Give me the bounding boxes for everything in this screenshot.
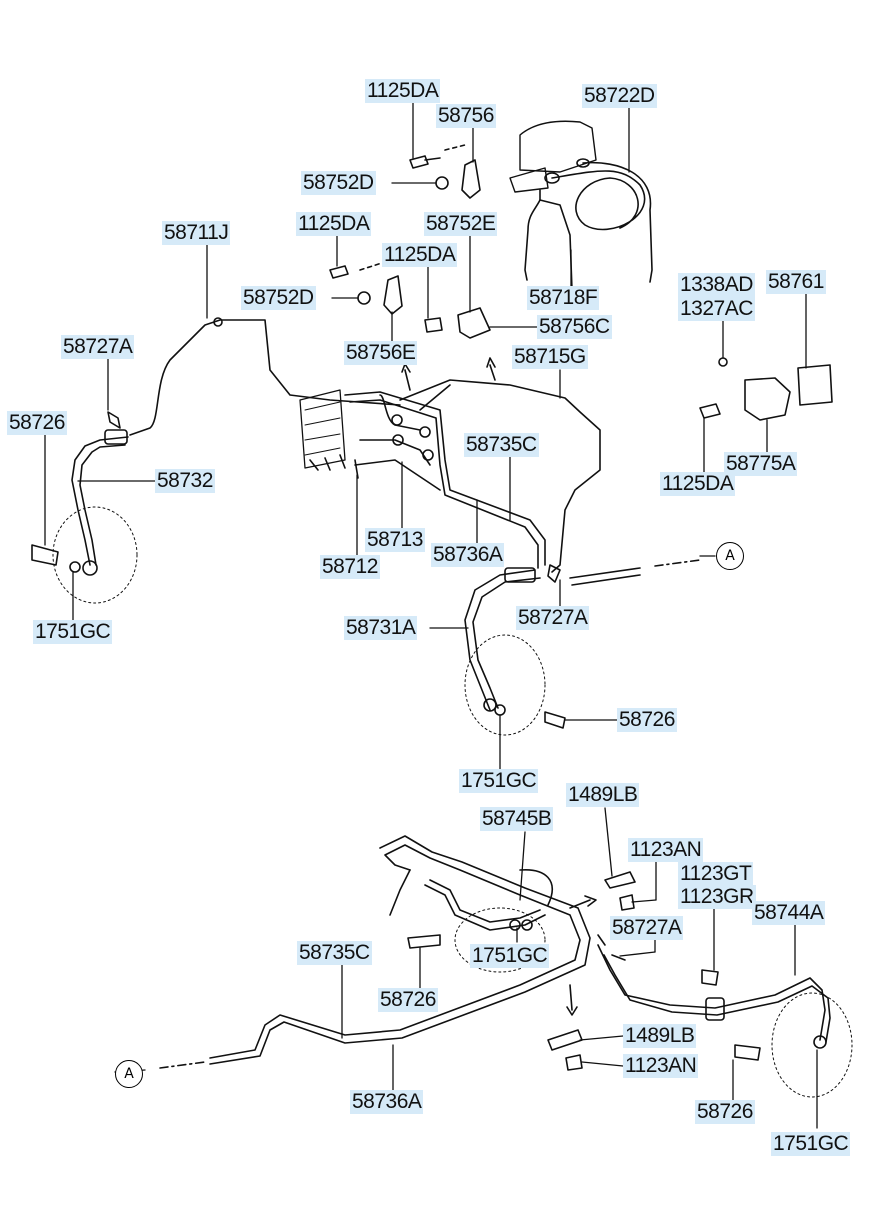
label-1489LB[interactable]: 1489LB: [566, 783, 640, 807]
line-58718F: [524, 189, 573, 291]
valve-block: [299, 389, 359, 479]
label-58752D[interactable]: 58752D: [241, 286, 316, 310]
label-1123AN[interactable]: 1123AN: [628, 838, 704, 862]
label-58752D[interactable]: 58752D: [301, 171, 376, 195]
label-1751GC[interactable]: 1751GC: [33, 620, 113, 644]
rear-fasteners: [159, 871, 636, 1071]
label-1123GR[interactable]: 1123GR: [678, 885, 756, 909]
leader-lines: [44, 102, 818, 1129]
rear-right-hose: [597, 944, 853, 1098]
label-58726[interactable]: 58726: [695, 1100, 755, 1124]
label-58745B[interactable]: 58745B: [480, 807, 554, 831]
label-58756[interactable]: 58756: [436, 104, 496, 128]
right-bracket: [699, 357, 833, 421]
label-58736A[interactable]: 58736A: [350, 1090, 424, 1114]
label-58711J[interactable]: 58711J: [162, 221, 231, 245]
front-left-hose: [31, 411, 138, 604]
label-58756E[interactable]: 58756E: [344, 341, 418, 365]
label-1338AD[interactable]: 1338AD: [678, 273, 755, 297]
label-58736A[interactable]: 58736A: [431, 543, 505, 567]
master-cylinder: [509, 120, 597, 193]
label-58761[interactable]: 58761: [766, 270, 826, 294]
label-58731A[interactable]: 58731A: [344, 616, 418, 640]
label-58735C[interactable]: 58735C: [297, 941, 372, 965]
label-1751GC[interactable]: 1751GC: [459, 769, 539, 793]
line-58722D-coil: [551, 161, 653, 283]
callout-a-left: A: [115, 1060, 143, 1088]
label-1327AC[interactable]: 1327AC: [678, 297, 755, 321]
label-1123AN[interactable]: 1123AN: [623, 1054, 699, 1078]
label-58718F[interactable]: 58718F: [527, 286, 600, 310]
callout-a-right: A: [716, 542, 744, 570]
pipe-58735C-58736A: [344, 391, 546, 569]
label-58727A[interactable]: 58727A: [516, 606, 590, 630]
label-58744A[interactable]: 58744A: [752, 901, 826, 925]
top-fasteners: [329, 144, 496, 391]
label-1125DA[interactable]: 1125DA: [382, 243, 458, 267]
label-58732[interactable]: 58732: [155, 469, 215, 493]
front-right-hose: [464, 559, 701, 736]
valve-fittings: [391, 414, 434, 461]
label-58727A[interactable]: 58727A: [610, 916, 684, 940]
label-1125DA[interactable]: 1125DA: [365, 79, 441, 103]
label-58713[interactable]: 58713: [365, 528, 425, 552]
label-58752E[interactable]: 58752E: [424, 212, 498, 236]
label-58712[interactable]: 58712: [320, 555, 380, 579]
label-1489LB[interactable]: 1489LB: [623, 1024, 697, 1048]
label-1125DA[interactable]: 1125DA: [296, 212, 372, 236]
label-1751GC[interactable]: 1751GC: [771, 1132, 851, 1156]
label-58722D[interactable]: 58722D: [582, 84, 657, 108]
label-58726[interactable]: 58726: [7, 411, 67, 435]
label-58756C[interactable]: 58756C: [537, 315, 612, 339]
label-58726[interactable]: 58726: [378, 988, 438, 1012]
label-58735C[interactable]: 58735C: [464, 433, 539, 457]
label-1751GC[interactable]: 1751GC: [470, 944, 550, 968]
label-58775A[interactable]: 58775A: [724, 452, 798, 476]
pipe-58711J: [129, 317, 401, 436]
label-58726[interactable]: 58726: [617, 708, 677, 732]
rear-pipes: [209, 835, 591, 1065]
label-58715G[interactable]: 58715G: [512, 345, 588, 369]
label-1123GT[interactable]: 1123GT: [678, 862, 754, 886]
label-1125DA[interactable]: 1125DA: [660, 472, 736, 496]
label-58727A[interactable]: 58727A: [61, 335, 135, 359]
